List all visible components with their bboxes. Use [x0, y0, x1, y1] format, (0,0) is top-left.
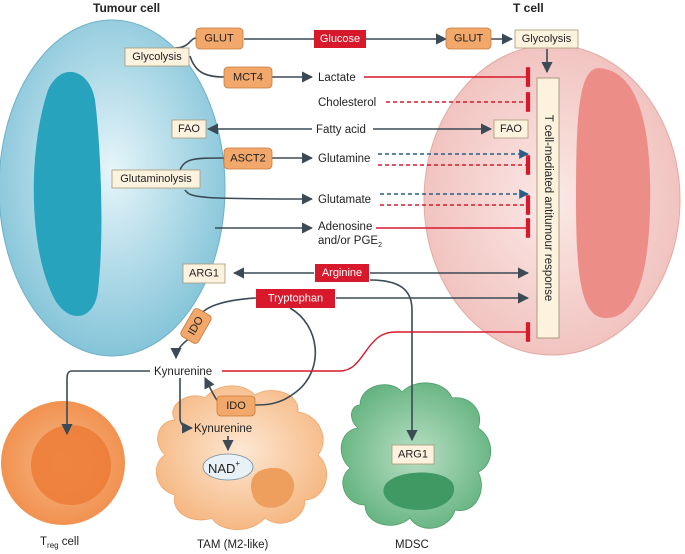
arginine-box: Arginine	[315, 264, 369, 282]
lactate-label: Lactate	[318, 72, 356, 84]
treg-cell	[1, 401, 125, 525]
antitumour-response-box: T cell-mediated antitumour response	[536, 77, 560, 339]
arg1-box-tumour: ARG1	[182, 263, 226, 284]
t-cell-title: T cell	[513, 1, 544, 15]
adenosine-label: Adenosine	[318, 221, 372, 233]
arg1-label-mdsc: ARG1	[398, 449, 428, 461]
tryptophan-to-tam-ido	[254, 307, 317, 406]
glucose-label: Glucose	[320, 33, 360, 45]
nad-ellipse: NAD+	[202, 453, 254, 481]
glutaminolysis-to-glutamate	[184, 189, 314, 205]
mdsc-nucleus	[383, 472, 455, 510]
t-cell-nucleus	[576, 68, 651, 319]
arg1-box-mdsc: ARG1	[391, 444, 435, 465]
asct2-box: ASCT2	[223, 147, 273, 170]
glutaminolysis-asct2-link	[179, 157, 225, 171]
tam-nucleus	[250, 467, 295, 508]
mdsc-cell-title: MDSC	[395, 539, 429, 551]
fao-label-tumour: FAO	[178, 123, 200, 135]
fatty-acid-label: Fatty acid	[316, 124, 366, 136]
kynurenine-to-tam-kynurenine	[179, 378, 194, 434]
mct4-label: MCT4	[233, 72, 263, 84]
tryptophan-ido-link	[199, 297, 257, 316]
ido-box-tumour: IDO	[180, 308, 212, 344]
cholesterol-label: Cholesterol	[318, 97, 376, 109]
arginine-to-mdsc-arg1	[369, 279, 418, 442]
tam-ido-to-kynurenine	[204, 376, 218, 401]
glutamine-label: Glutamine	[318, 153, 370, 165]
arg1-label-tumour: ARG1	[189, 268, 219, 280]
mct4-box: MCT4	[223, 66, 273, 89]
arginine-label: Arginine	[322, 267, 362, 279]
glycolysis-label-tcell: Glycolysis	[522, 33, 572, 45]
ido-label-tam: IDO	[226, 400, 246, 412]
nad-label: NAD+	[208, 459, 240, 476]
glut-box-tumour: GLUT	[195, 27, 244, 50]
fao-box-tumour: FAO	[171, 119, 207, 139]
glucose-box: Glucose	[314, 30, 366, 48]
glycolysis-box-tcell: Glycolysis	[514, 29, 579, 49]
glutaminolysis-label: Glutaminolysis	[120, 173, 192, 185]
glycolysis-glut-link	[174, 37, 197, 49]
glutamate-label: Glutamate	[318, 194, 371, 206]
kynurenine-inhibit	[222, 322, 531, 372]
tumour-cell-title: Tumour cell	[93, 1, 160, 15]
asct2-label: ASCT2	[230, 153, 265, 165]
glut-label-tumour: GLUT	[204, 33, 234, 45]
glut-label-tcell: GLUT	[454, 33, 484, 45]
glycolysis-mct4-link	[189, 55, 225, 78]
tryptophan-label: Tryptophan	[268, 293, 323, 305]
pge2-label: and/or PGE2	[318, 235, 382, 249]
treg-nucleus	[31, 425, 111, 505]
glycolysis-label-tumour: Glycolysis	[132, 51, 182, 63]
antitumour-response-label: T cell-mediated antitumour response	[542, 115, 554, 301]
ido-to-kynurenine	[170, 337, 191, 360]
ido-box-tam: IDO	[216, 395, 256, 417]
kynurenine-tam-label: Kynurenine	[194, 423, 252, 435]
treg-cell-title: Treg cell	[40, 536, 79, 550]
kynurenine-to-treg	[61, 370, 150, 436]
fao-label-tcell: FAO	[500, 123, 522, 135]
glut-box-tcell: GLUT	[445, 27, 492, 50]
tumour-nucleus	[33, 71, 102, 317]
glycolysis-box-tumour: Glycolysis	[124, 47, 190, 67]
kynurenine-label: Kynurenine	[154, 366, 212, 378]
tam-cell-title: TAM (M2-like)	[197, 539, 269, 551]
fao-box-tcell: FAO	[493, 119, 529, 139]
glutaminolysis-box: Glutaminolysis	[111, 169, 201, 189]
tryptophan-box: Tryptophan	[256, 289, 335, 308]
